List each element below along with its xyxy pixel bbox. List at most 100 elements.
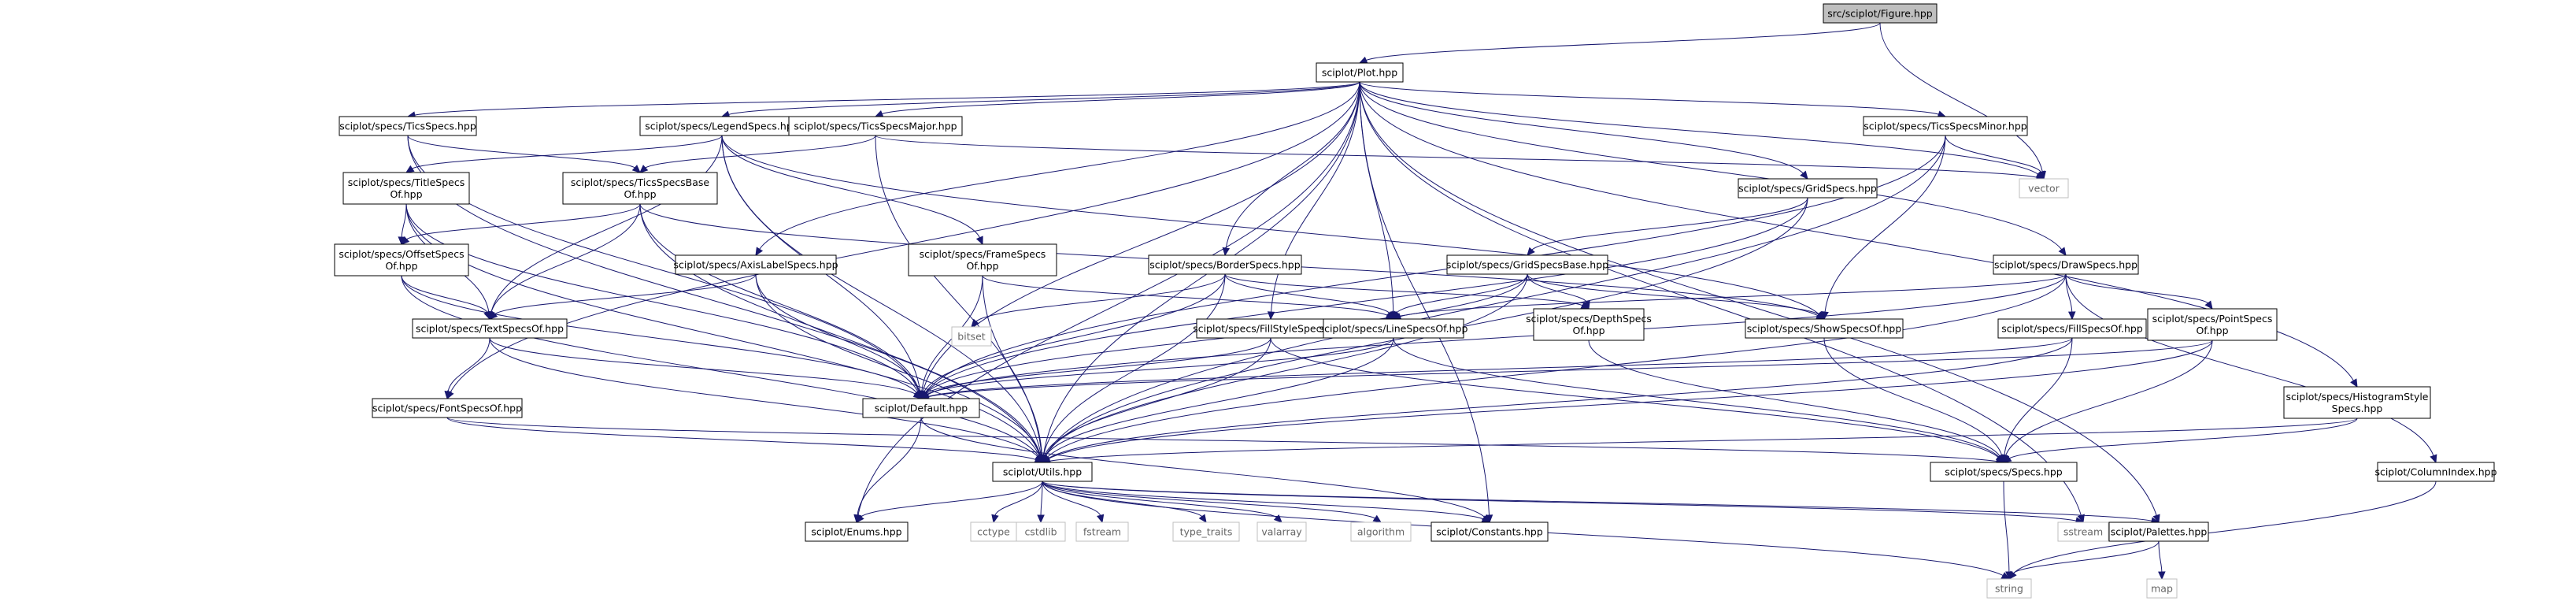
node-plot[interactable]: sciplot/Plot.hpp <box>1316 62 1404 83</box>
arrowhead <box>2204 300 2213 310</box>
node-linespecs[interactable]: sciplot/specs/LineSpecsOf.hpp <box>1319 318 1468 339</box>
node-label: sciplot/Default.hpp <box>875 403 968 414</box>
node-label: Of.hpp <box>385 260 417 272</box>
edge-figure-to-vector <box>1879 22 2046 180</box>
node-enums[interactable]: sciplot/Enums.hpp <box>805 521 909 542</box>
edge-line <box>490 135 723 313</box>
node-gridspecs[interactable]: sciplot/specs/GridSpecs.hpp <box>1738 178 1878 199</box>
arrowhead <box>2067 311 2076 321</box>
arrowhead <box>1198 514 1207 524</box>
node-ticsmajor[interactable]: sciplot/specs/TicsSpecsMajor.hpp <box>788 116 963 136</box>
edge-line <box>1048 340 2213 459</box>
node-label: sciplot/specs/FontSpecsOf.hpp <box>372 403 522 414</box>
node-gridbase[interactable]: sciplot/specs/GridSpecsBase.hpp <box>1446 254 1608 275</box>
node-specs[interactable]: sciplot/specs/Specs.hpp <box>1930 462 2078 482</box>
edge-ticsminor-to-default <box>920 135 1946 400</box>
node-box <box>992 462 1093 482</box>
node-showspecs[interactable]: sciplot/specs/ShowSpecsOf.hpp <box>1745 318 1904 339</box>
edge-line <box>920 417 1486 518</box>
node-axislabel[interactable]: sciplot/specs/AxisLabelSpecs.hpp <box>673 254 838 275</box>
node-type_traits: type_traits <box>1172 521 1240 542</box>
node-ticsspecs[interactable]: sciplot/specs/TicsSpecs.hpp <box>339 116 477 136</box>
edge-line <box>927 273 2067 395</box>
arrowhead <box>401 236 410 245</box>
node-fillstyle[interactable]: sciplot/specs/FillStyleSpecs.hpp <box>1193 318 1349 339</box>
node-box <box>2377 462 2495 482</box>
node-utils[interactable]: sciplot/Utils.hpp <box>992 462 1093 482</box>
node-palettes[interactable]: sciplot/Palettes.hpp <box>2108 521 2209 542</box>
node-cstdlib: cstdlib <box>1016 521 1066 542</box>
arrowhead <box>489 311 498 320</box>
edge-line <box>2004 337 2073 456</box>
node-label: sstream <box>2063 526 2103 538</box>
node-label: sciplot/Palettes.hpp <box>2111 526 2208 538</box>
node-ticsminor[interactable]: sciplot/specs/TicsSpecsMinor.hpp <box>1863 116 2028 136</box>
node-columnindex[interactable]: sciplot/ColumnIndex.hpp <box>2374 462 2497 482</box>
edge-utils-to-valarray <box>1042 481 1282 523</box>
node-drawspecs[interactable]: sciplot/specs/DrawSpecs.hpp <box>1993 254 2139 275</box>
node-box <box>1997 318 2147 339</box>
node-figure[interactable]: src/sciplot/Figure.hpp <box>1823 3 1938 24</box>
edge-textspecs-to-default <box>489 337 922 399</box>
node-label: sciplot/specs/TicsSpecs.hpp <box>339 121 476 132</box>
edge-line <box>401 275 488 313</box>
node-fillspecs[interactable]: sciplot/specs/FillSpecsOf.hpp <box>1997 318 2147 339</box>
node-label: src/sciplot/Figure.hpp <box>1827 8 1932 20</box>
edge-line <box>924 135 1946 393</box>
edge-line <box>1359 81 2082 516</box>
edge-utils-to-cstdlib <box>1037 481 1045 524</box>
arrowhead <box>1037 514 1045 524</box>
node-label: Specs.hpp <box>2332 403 2383 414</box>
arrowhead <box>1222 247 1231 257</box>
edge-line <box>2013 481 2437 574</box>
edge-line <box>861 481 1043 518</box>
node-map: map <box>2146 578 2178 599</box>
arrowhead <box>2008 570 2017 581</box>
edge-line <box>1359 81 2039 175</box>
node-constants[interactable]: sciplot/Constants.hpp <box>1430 521 1549 542</box>
edge-drawspecs-to-linespecs <box>1392 273 2067 321</box>
edge-drawspecs-to-pointspecs <box>2065 273 2213 310</box>
edge-line <box>1224 273 1583 306</box>
node-sstream: sstream <box>2057 521 2109 542</box>
node-box <box>1350 521 1412 542</box>
node-box <box>908 243 1057 277</box>
node-label: sciplot/ColumnIndex.hpp <box>2374 466 2496 478</box>
node-textspecs[interactable]: sciplot/specs/TextSpecsOf.hpp <box>412 318 568 339</box>
node-box <box>2019 178 2069 199</box>
node-fontspecs[interactable]: sciplot/specs/FontSpecsOf.hpp <box>372 398 523 418</box>
edge-line <box>1042 481 1484 520</box>
node-box <box>1148 254 1302 275</box>
node-box <box>951 326 992 347</box>
node-label: sciplot/specs/FillSpecsOf.hpp <box>2001 323 2143 335</box>
edge-line <box>1824 135 1946 313</box>
edge-ticsspecs-to-ticsbase <box>407 135 641 173</box>
node-box <box>2146 578 2178 599</box>
arrowhead <box>1527 247 1535 256</box>
edge-gridspecs-to-default <box>920 197 1808 399</box>
edge-plot-to-ticsmajor <box>874 81 1360 117</box>
edge-plot-to-histogram <box>1359 81 2358 388</box>
node-default[interactable]: sciplot/Default.hpp <box>862 398 980 418</box>
arrowhead <box>444 390 452 400</box>
node-box <box>1986 578 2032 599</box>
node-label: sciplot/specs/TicsSpecsBase <box>571 176 710 188</box>
edge-plot-to-ticsminor <box>1359 81 1947 118</box>
edge-line <box>975 273 1226 322</box>
node-box <box>1446 254 1608 275</box>
node-borderspecs[interactable]: sciplot/specs/BorderSpecs.hpp <box>1148 254 1302 275</box>
node-label: sciplot/specs/FillStyleSpecs.hpp <box>1193 323 1349 335</box>
node-box <box>1863 116 2028 136</box>
node-legendspecs[interactable]: sciplot/specs/LegendSpecs.hpp <box>639 116 805 136</box>
node-box <box>1323 318 1464 339</box>
edge-pointspecs-to-default <box>920 340 2213 401</box>
arrowhead <box>991 514 999 524</box>
